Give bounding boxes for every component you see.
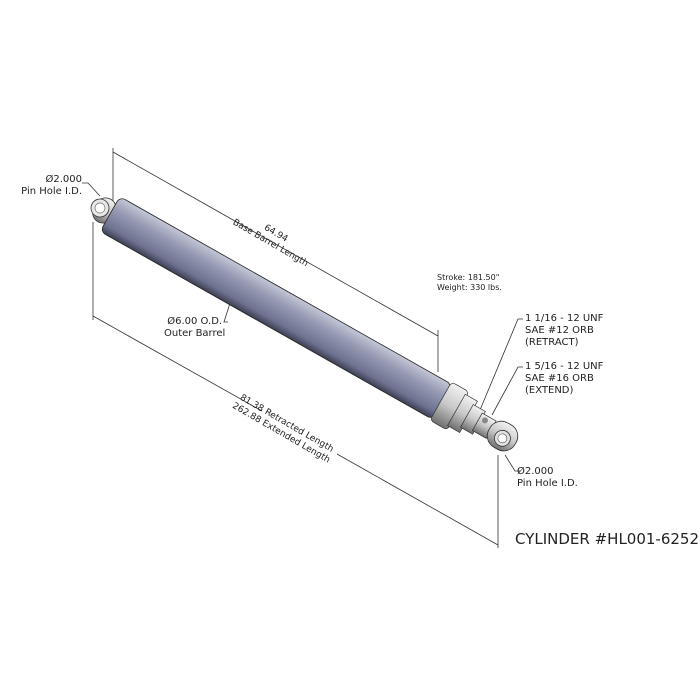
- stroke-spec: Stroke: 181.50": [437, 273, 500, 282]
- extend-port-callout: 1 5/16 - 12 UNF SAE #16 ORB (EXTEND): [525, 361, 603, 397]
- left-clevis: [90, 197, 117, 224]
- weight-spec: Weight: 330 lbs.: [437, 283, 502, 292]
- left-pin-label: Pin Hole I.D.: [21, 186, 82, 197]
- retract-port-size: SAE #12 ORB: [525, 325, 594, 336]
- cylinder-body: [101, 198, 519, 452]
- right-pin-hole-callout: Ø2.000 Pin Hole I.D.: [517, 466, 578, 490]
- extend-port-thread: 1 5/16 - 12 UNF: [525, 361, 604, 372]
- outer-barrel-diameter: Ø6.00 O.D.: [167, 316, 223, 327]
- dimension-lines: [82, 148, 523, 548]
- outer-barrel-callout: Ø6.00 O.D. Outer Barrel: [164, 316, 225, 340]
- retract-port-function: (RETRACT): [525, 337, 579, 348]
- retract-port-callout: 1 1/16 - 12 UNF SAE #12 ORB (RETRACT): [525, 313, 603, 349]
- outer-barrel-label: Outer Barrel: [164, 328, 226, 339]
- specs-block: Stroke: 181.50" Weight: 330 lbs.: [437, 273, 502, 293]
- left-pin-diameter: Ø2.000: [45, 174, 83, 185]
- cylinder-title: CYLINDER #HL001-6252: [515, 530, 700, 548]
- right-pin-diameter: Ø2.000: [517, 466, 554, 477]
- right-pin-label: Pin Hole I.D.: [517, 478, 578, 489]
- retract-port-thread: 1 1/16 - 12 UNF: [525, 313, 604, 324]
- extend-port-function: (EXTEND): [525, 385, 574, 396]
- extend-port-size: SAE #16 ORB: [525, 373, 594, 384]
- left-pin-hole-callout: Ø2.000 Pin Hole I.D.: [21, 174, 83, 198]
